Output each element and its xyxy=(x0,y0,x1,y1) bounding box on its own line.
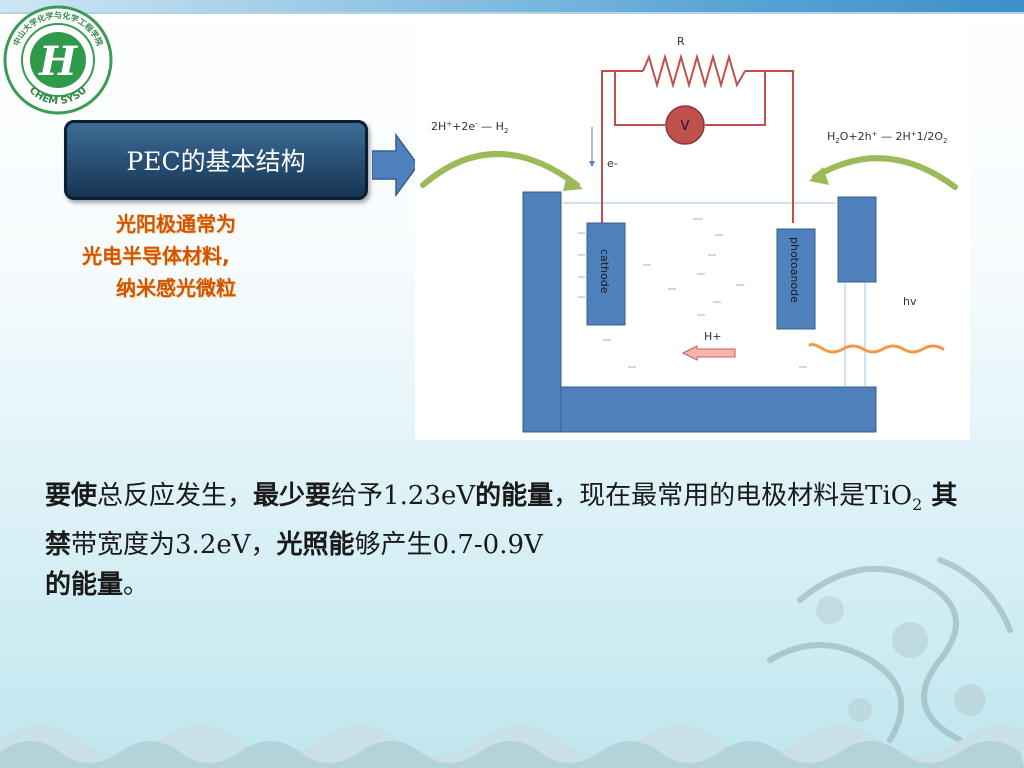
container-bottom-wall xyxy=(560,386,877,433)
text-emphasis: 最少要 xyxy=(253,481,332,511)
cathode-electrode xyxy=(586,222,626,326)
light-wave-icon xyxy=(808,343,945,354)
electron-label: e- xyxy=(607,157,618,170)
explanation-paragraph: 要使总反应发生，最少要给予1.23eV的能量，现在最常用的电极材料是TiO2 其… xyxy=(45,476,975,605)
voltmeter-wire-right xyxy=(705,71,766,126)
svg-text:H: H xyxy=(38,38,78,85)
logo-monogram: H xyxy=(30,32,86,88)
top-decor-band xyxy=(0,0,1024,12)
arrow-head-right xyxy=(809,167,829,185)
text-segment: ，现在最常用的电极材料是TiO xyxy=(553,481,913,511)
text-emphasis: 光照能 xyxy=(276,530,355,560)
photoanode-electrode xyxy=(776,228,816,330)
proton-flow-arrow xyxy=(681,345,736,361)
container-window xyxy=(837,196,877,283)
resistor-icon xyxy=(642,53,746,89)
electrolyte-dashes xyxy=(578,218,807,368)
right-arrow-icon xyxy=(372,133,419,197)
cathode-reaction: 2H++2e- — H2 xyxy=(431,120,508,135)
text-segment: 总反应发生， xyxy=(97,481,254,511)
voltmeter-label: V xyxy=(681,119,690,134)
photoanode-note: 光阳极通常为 光电半导体材料, 纳米感光微粒 xyxy=(82,208,322,304)
container-left-wall xyxy=(522,191,562,433)
light-label: hv xyxy=(903,295,917,308)
text-segment: 。 xyxy=(123,570,150,600)
text-emphasis: 要使 xyxy=(45,481,98,511)
note-line-1: 光阳极通常为 xyxy=(116,212,236,236)
gas-evolution-arrow-right xyxy=(812,155,958,190)
text-segment: 够产生0.7-0.9V xyxy=(354,530,543,560)
arrow-head-left xyxy=(563,175,583,191)
note-line-2: 光电半导体材料, xyxy=(82,244,230,268)
voltmeter-icon xyxy=(665,105,705,145)
chem-sysu-logo: 中山大学化学与化学工程学院 CHEM SYSU H xyxy=(3,5,113,115)
pec-structure-diagram: R V e- 2H++2e- — H2 H2O+2h+ — 2H+1/2O2 c… xyxy=(415,27,970,440)
cathode-label: cathode xyxy=(598,249,611,294)
circuit-wire-right xyxy=(745,70,794,223)
voltmeter-wire-left xyxy=(614,71,665,126)
anode-reaction: H2O+2h+ — 2H+1/2O2 xyxy=(827,130,947,145)
text-subscript: 2 xyxy=(912,495,923,514)
text-segment: 带宽度为3.2eV， xyxy=(71,530,277,560)
text-emphasis: 的能量 xyxy=(475,481,554,511)
note-line-3: 纳米感光微粒 xyxy=(116,276,236,300)
text-segment: 给予1.23eV xyxy=(331,481,476,511)
page-title: PEC的基本结构 xyxy=(64,120,368,200)
top-decor-line xyxy=(0,12,1024,14)
wave-decoration xyxy=(0,725,1024,768)
gas-evolution-arrow-left xyxy=(420,151,580,188)
dragon-decoration xyxy=(767,557,1013,743)
resistor-label: R xyxy=(677,35,685,48)
text-emphasis: 的能量 xyxy=(45,570,124,600)
text-emphasis: 其禁 xyxy=(45,481,958,560)
circuit-wire-left xyxy=(601,70,643,223)
electron-arrow-head xyxy=(589,161,595,167)
proton-label: H+ xyxy=(704,330,722,343)
photoanode-label: photoanode xyxy=(788,237,801,303)
